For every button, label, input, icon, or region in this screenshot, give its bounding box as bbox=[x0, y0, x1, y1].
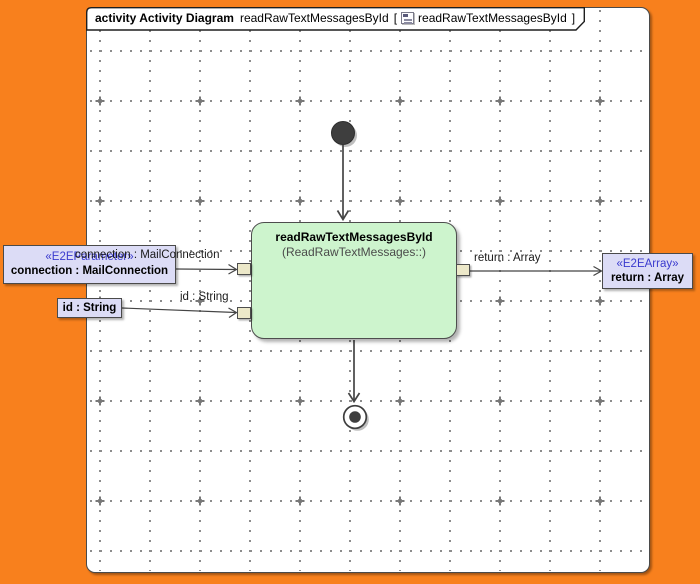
edge-label-connection[interactable]: connection : MailConnection bbox=[75, 249, 220, 261]
diagram-frame-tab[interactable]: activity Activity Diagram readRawTextMes… bbox=[95, 11, 575, 25]
param-node-id[interactable]: id : String bbox=[57, 298, 122, 318]
output-pin-return[interactable] bbox=[456, 264, 470, 276]
diagram-frame bbox=[86, 7, 650, 573]
frame-ref-label: readRawTextMessagesById bbox=[418, 11, 567, 25]
frame-kind-label: activity Activity Diagram bbox=[95, 11, 234, 25]
final-node[interactable] bbox=[342, 404, 369, 431]
edge-activity-to-final[interactable] bbox=[347, 340, 361, 404]
frame-tab-shape[interactable] bbox=[86, 7, 585, 31]
input-pin-connection[interactable] bbox=[237, 263, 251, 275]
param-name-label: id : String bbox=[62, 302, 117, 314]
frame-bracket-open: [ bbox=[393, 11, 398, 25]
param-node-connection[interactable]: «E2EParameter» connection : MailConnecti… bbox=[3, 245, 176, 284]
edge-id-param[interactable] bbox=[121, 307, 238, 318]
initial-node[interactable] bbox=[331, 121, 358, 148]
activity-title: readRawTextMessagesById bbox=[275, 230, 433, 244]
activity-subtitle: (ReadRawTextMessages::) bbox=[281, 245, 427, 259]
param-name-label: connection : MailConnection bbox=[10, 265, 169, 277]
result-name-label: return : Array bbox=[610, 271, 685, 284]
edge-label-return[interactable]: return : Array bbox=[474, 252, 541, 264]
edge-initial-to-activity[interactable] bbox=[336, 145, 350, 222]
frame-bracket-close: ] bbox=[571, 11, 576, 25]
activity-diagram-icon bbox=[401, 12, 415, 24]
edge-connection-param[interactable] bbox=[175, 263, 238, 275]
activity-node[interactable]: readRawTextMessagesById (ReadRawTextMess… bbox=[251, 222, 457, 339]
edge-label-id[interactable]: id : String bbox=[180, 291, 229, 303]
edge-return-result[interactable] bbox=[470, 265, 603, 277]
frame-name-label: readRawTextMessagesById bbox=[239, 11, 389, 25]
result-node-return[interactable]: «E2EArray» return : Array bbox=[602, 253, 693, 289]
stereotype-label: «E2EArray» bbox=[616, 257, 679, 270]
stereotype-label: «E2EParameter» bbox=[45, 251, 134, 263]
input-pin-id[interactable] bbox=[237, 307, 251, 319]
